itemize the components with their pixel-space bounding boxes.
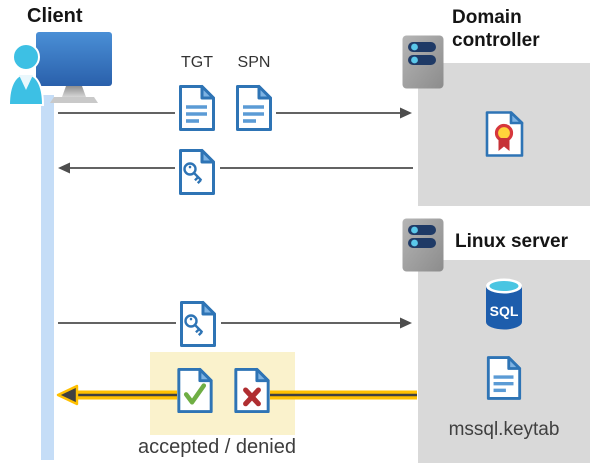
client-lifeline bbox=[41, 95, 54, 460]
arrow-client-to-dc bbox=[58, 107, 412, 119]
arrow-linux-to-client-highlighted bbox=[56, 384, 417, 406]
arrow-client-to-linux bbox=[58, 317, 412, 329]
client-computer-icon bbox=[8, 32, 112, 106]
tgt-label: TGT bbox=[181, 54, 213, 71]
user-icon bbox=[8, 43, 45, 106]
key-document-icon bbox=[179, 149, 215, 195]
denied-document-icon bbox=[234, 367, 270, 414]
linux-server-icon bbox=[402, 218, 444, 272]
sql-text: SQL bbox=[490, 303, 519, 319]
domain-controller-title: Domain controller bbox=[452, 7, 540, 51]
result-label: accepted / denied bbox=[138, 436, 296, 458]
certificate-icon bbox=[485, 111, 524, 157]
arrow-dc-to-client bbox=[58, 162, 413, 174]
keytab-label: mssql.keytab bbox=[448, 419, 560, 440]
linux-server-title: Linux server bbox=[455, 231, 568, 252]
spn-document-icon bbox=[236, 85, 272, 131]
tgt-document-icon bbox=[179, 85, 215, 131]
monitor-icon bbox=[36, 32, 112, 103]
dc-server-icon bbox=[402, 35, 444, 89]
spn-label: SPN bbox=[237, 54, 271, 71]
client-label: Client bbox=[27, 5, 83, 27]
sql-database-icon: SQL bbox=[486, 278, 522, 330]
keytab-document-icon bbox=[486, 356, 522, 400]
accepted-document-icon bbox=[177, 367, 213, 414]
key-document-icon bbox=[180, 301, 216, 347]
